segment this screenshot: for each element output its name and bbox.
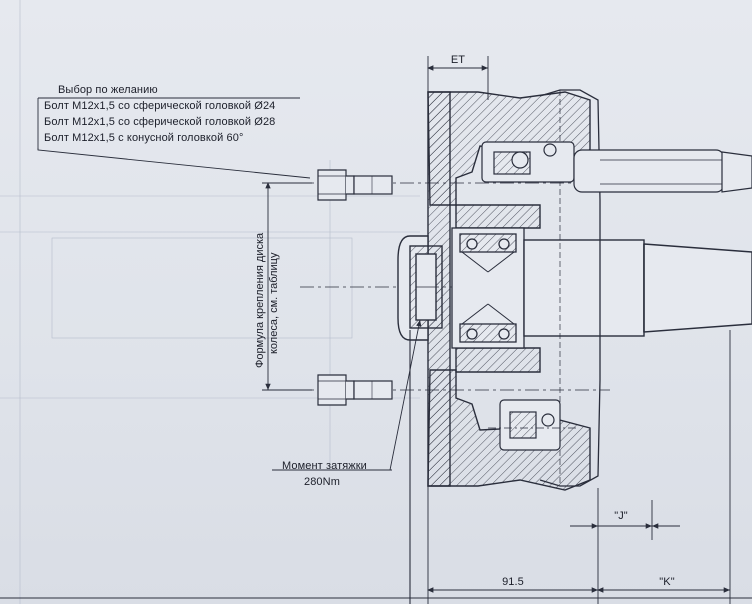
bolt-option-1: Болт M12x1,5 со сферической головкой Ø24 bbox=[44, 100, 276, 112]
torque-value: 280Nm bbox=[304, 476, 340, 488]
bolt-pattern-label-line2: колеса, см. таблицу bbox=[268, 252, 280, 354]
bolt-option-3: Болт M12x1,5 с конусной головкой 60° bbox=[44, 132, 244, 144]
callout-title: Выбор по желанию bbox=[58, 84, 158, 96]
frame-lines bbox=[0, 330, 752, 604]
hub-cap bbox=[397, 235, 443, 341]
torque-leader bbox=[389, 319, 422, 471]
axle-spindle bbox=[523, 239, 752, 337]
torque-label: Момент затяжки bbox=[282, 460, 367, 472]
brake-cam-upper bbox=[481, 141, 752, 193]
bolt-pattern-label-line1: Формула крепления диска bbox=[254, 232, 266, 368]
wheel-bolt-lower bbox=[317, 374, 393, 406]
wheel-bolt-upper bbox=[317, 169, 393, 201]
bottom-dimensions bbox=[427, 330, 731, 604]
bolt-circle-dimension bbox=[262, 182, 312, 391]
offset-label: 91.5 bbox=[502, 576, 524, 588]
wheel-bearing bbox=[451, 227, 525, 349]
k-label: "K" bbox=[659, 576, 675, 588]
callout-leader bbox=[37, 148, 311, 179]
et-label: ET bbox=[450, 54, 466, 66]
et-dimension bbox=[427, 56, 489, 100]
brake-anchor-lower bbox=[488, 399, 576, 451]
j-label: "J" bbox=[614, 510, 628, 522]
bolt-option-2: Болт M12x1,5 со сферической головкой Ø28 bbox=[44, 116, 276, 128]
